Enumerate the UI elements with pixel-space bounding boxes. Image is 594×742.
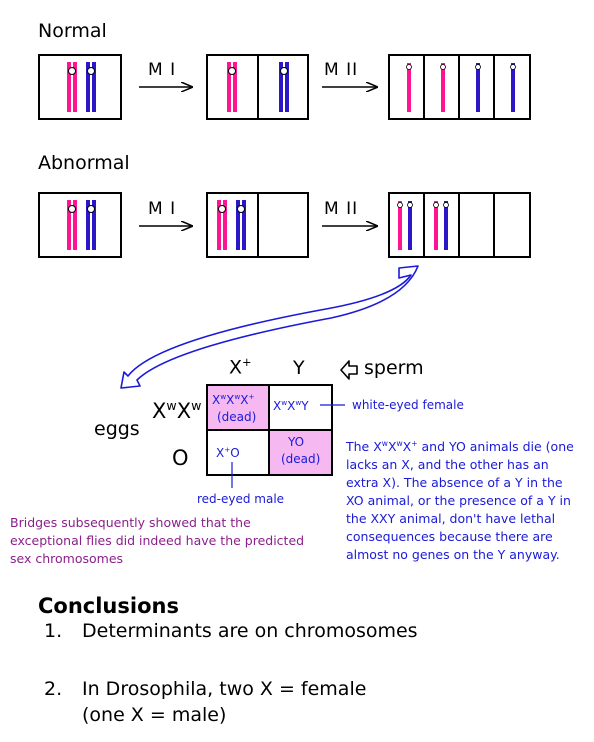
- centromere: [87, 67, 95, 75]
- centromere: [68, 205, 76, 213]
- x-chromatid: [73, 62, 77, 112]
- centromere: [237, 205, 245, 213]
- x-chromatid: [434, 201, 438, 250]
- conclusion-1-text: Determinants are on chromosomes: [82, 620, 418, 642]
- bridges-note-line: Bridges subsequently showed that the: [10, 515, 251, 530]
- eggs-label: eggs: [94, 418, 140, 440]
- y-chromatid: [511, 63, 515, 112]
- centromere: [397, 202, 403, 208]
- y-chromatid: [408, 201, 412, 250]
- bridges-note-line: sex chromosomes: [10, 551, 124, 566]
- cell-r2c2-status: (dead): [281, 452, 321, 466]
- lethality-note-line: The XwXwX+ and YO animals die (one: [346, 439, 574, 455]
- centromere: [406, 64, 412, 70]
- cell-r1c2-genotype: XwXwY: [273, 398, 309, 413]
- y-chromatid: [236, 200, 240, 250]
- centromere: [433, 202, 439, 208]
- centromere: [87, 205, 95, 213]
- y-chromatid: [92, 62, 96, 112]
- centromere: [407, 202, 413, 208]
- centromere: [68, 67, 76, 75]
- centromere: [443, 202, 449, 208]
- white-eyed-female-label: white-eyed female: [352, 398, 464, 412]
- lethality-note: The XwXwX+ and YO animals die (one lacks…: [346, 435, 574, 564]
- mii-label: M II: [324, 199, 359, 219]
- punnett-square: [206, 384, 333, 476]
- bridges-note-line: exceptional flies did indeed have the pr…: [10, 533, 305, 548]
- bridges-note: Bridges subsequently showed that the exc…: [10, 514, 304, 568]
- centromere: [218, 205, 226, 213]
- conclusion-2-cont: (one X = male): [82, 704, 227, 726]
- centromere: [280, 67, 288, 75]
- egg-xwxw-header: XwXw: [152, 398, 202, 423]
- lethality-note-line: consequences because there are: [346, 529, 553, 545]
- sperm-label: sperm: [364, 357, 424, 379]
- lethality-note-line: almost no genes on the Y anyway.: [346, 547, 560, 563]
- conclusions-title: Conclusions: [38, 594, 179, 618]
- egg-o-header: O: [172, 446, 189, 470]
- y-chromatid: [444, 201, 448, 250]
- mi-label: M I: [148, 199, 177, 219]
- lethal-cell: [269, 430, 332, 475]
- centromere: [510, 64, 516, 70]
- abnormal-heading: Abnormal: [38, 152, 130, 174]
- lethality-note-line: extra X). The absence of a Y in the: [346, 475, 563, 491]
- x-chromatid: [73, 200, 77, 250]
- x-chromatid: [217, 200, 221, 250]
- cell-r1c1-genotype: XwXwX+: [212, 392, 255, 407]
- mi-label: M I: [148, 60, 177, 80]
- x-chromatid: [223, 200, 227, 250]
- x-chromatid: [407, 63, 411, 112]
- lethality-note-line: the XXY animal, don't have lethal: [346, 511, 556, 527]
- centromere: [475, 64, 481, 70]
- y-chromatid: [92, 200, 96, 250]
- y-chromatid: [242, 200, 246, 250]
- centromere: [228, 67, 236, 75]
- x-chromatid: [441, 63, 445, 112]
- conclusion-2-text: In Drosophila, two X = female: [82, 678, 367, 700]
- y-chromatid: [285, 62, 289, 112]
- x-chromatid: [67, 200, 71, 250]
- y-chromatid: [476, 63, 480, 112]
- cell-r2c1-genotype: X+O: [216, 445, 240, 460]
- red-eyed-male-label: red-eyed male: [197, 492, 285, 506]
- cell-r2c2-genotype: YO: [288, 435, 305, 449]
- cell-r1c1-status: (dead): [217, 410, 257, 424]
- mii-label: M II: [324, 60, 359, 80]
- x-chromatid: [398, 201, 402, 250]
- cell-box: [38, 54, 122, 120]
- normal-row: [38, 54, 531, 120]
- centromere: [440, 64, 446, 70]
- y-chromatid: [86, 200, 90, 250]
- x-chromatid: [227, 62, 231, 112]
- x-chromatid: [67, 62, 71, 112]
- lethal-cell: [207, 385, 269, 430]
- lethality-note-line: lacks an X, and the other has an: [346, 457, 549, 473]
- sperm-arrow-icon: [340, 360, 358, 380]
- cell-box: [38, 192, 122, 258]
- abnormal-row: [38, 192, 531, 258]
- sperm-x-header: X+: [229, 355, 252, 379]
- y-chromatid: [86, 62, 90, 112]
- x-chromatid: [233, 62, 237, 112]
- curved-arrow: [120, 265, 419, 389]
- lethality-note-line: XO animal, or the presence of a Y in: [346, 493, 571, 509]
- conclusion-2-number: 2.: [44, 678, 63, 700]
- y-chromatid: [279, 62, 283, 112]
- normal-heading: Normal: [38, 20, 107, 42]
- sperm-y-header: Y: [293, 357, 305, 379]
- conclusion-1-number: 1.: [44, 620, 63, 642]
